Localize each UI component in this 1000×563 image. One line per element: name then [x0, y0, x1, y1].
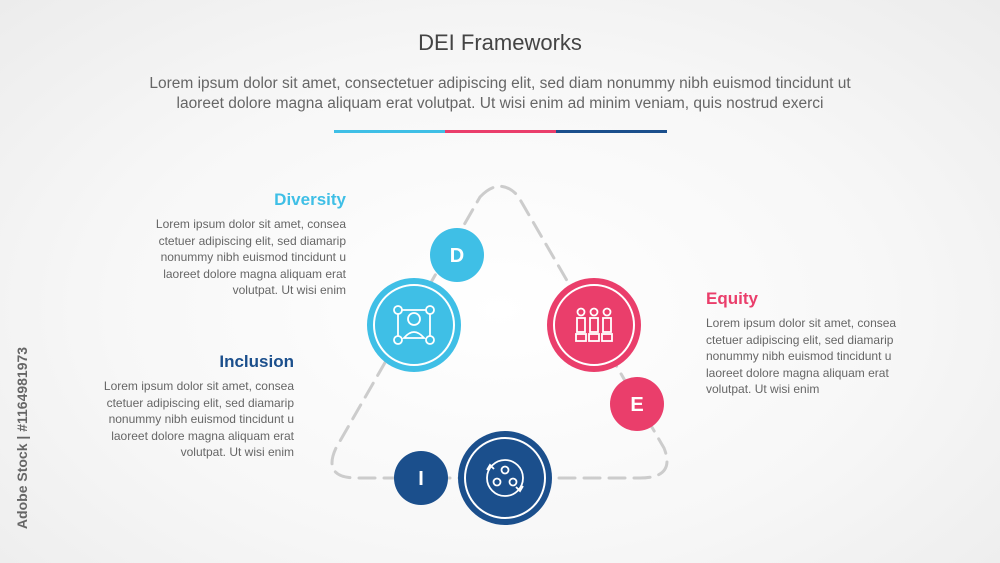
divider-equity — [445, 130, 556, 133]
equity-description: Lorem ipsum dolor sit amet, consea ctetu… — [706, 315, 946, 398]
equity-letter-circle — [610, 377, 664, 431]
diversity-line: Lorem ipsum dolor sit amet, consea — [155, 217, 346, 231]
inclusion-letter-circle — [394, 451, 448, 505]
diversity-letter-circle — [430, 228, 484, 282]
diversity-node: D — [367, 228, 484, 372]
inclusion-line: Lorem ipsum dolor sit amet, consea — [103, 379, 294, 393]
diversity-line: laoreet dolore magna aliquam erat — [163, 266, 346, 281]
inclusion-line: laoreet dolore magna aliquam erat — [111, 428, 294, 443]
diversity-line: nonummy nibh euismod tincidunt u — [160, 250, 346, 264]
inclusion-heading: Inclusion — [219, 352, 294, 371]
page-subtitle: Lorem ipsum dolor sit amet, consectetuer… — [60, 74, 940, 114]
diversity-inner-ring — [373, 284, 455, 366]
equity-block: Equity Lorem ipsum dolor sit amet, conse… — [706, 289, 946, 398]
subtitle-line-1: Lorem ipsum dolor sit amet, consectetuer… — [149, 75, 851, 92]
equity-node: E — [547, 278, 664, 431]
equity-heading: Equity — [706, 289, 758, 308]
subtitle-line-2: laoreet dolore magna aliquam erat volutp… — [176, 95, 824, 112]
equity-line: laoreet dolore magna aliquam erat — [706, 365, 889, 380]
people-podium-icon — [575, 307, 613, 342]
diversity-letter: D — [450, 245, 464, 267]
diversity-block: Diversity Lorem ipsum dolor sit amet, co… — [100, 190, 346, 299]
watermark-text: Adobe Stock | #1164981973 — [14, 346, 30, 529]
inclusion-letter: I — [418, 468, 424, 490]
inclusion-node: I — [394, 431, 552, 525]
inclusion-line: ctetuer adipiscing elit, sed diamarip — [106, 395, 294, 410]
diversity-line: ctetuer adipiscing elit, sed diamarip — [158, 233, 346, 248]
equity-line: nonummy nibh euismod tincidunt u — [706, 349, 892, 363]
equity-line: ctetuer adipiscing elit, sed diamarip — [706, 332, 894, 347]
page-title: DEI Frameworks — [418, 30, 582, 55]
group-cycle-icon — [486, 459, 524, 497]
inclusion-block: Inclusion Lorem ipsum dolor sit amet, co… — [50, 352, 294, 461]
diversity-line: volutpat. Ut wisi enim — [232, 283, 346, 297]
equity-big-circle — [547, 278, 641, 372]
equity-line: Lorem ipsum dolor sit amet, consea — [706, 316, 897, 330]
stock-watermark: Adobe Stock | #1164981973 — [13, 320, 31, 555]
equity-letter: E — [630, 394, 643, 416]
inclusion-description: Lorem ipsum dolor sit amet, consea ctetu… — [50, 378, 294, 461]
equity-inner-ring — [553, 284, 635, 366]
diversity-heading: Diversity — [274, 190, 346, 209]
equity-line: volutpat. Ut wisi enim — [706, 382, 820, 396]
inclusion-big-circle — [458, 431, 552, 525]
dashed-triangle — [330, 184, 669, 480]
inclusion-inner-ring — [464, 437, 546, 519]
divider-inclusion — [556, 130, 667, 133]
divider-diversity — [334, 130, 445, 133]
people-network-icon — [393, 305, 435, 345]
inclusion-line: nonummy nibh euismod tincidunt u — [108, 412, 294, 426]
inclusion-line: volutpat. Ut wisi enim — [180, 445, 294, 459]
diversity-description: Lorem ipsum dolor sit amet, consea ctetu… — [100, 216, 346, 299]
